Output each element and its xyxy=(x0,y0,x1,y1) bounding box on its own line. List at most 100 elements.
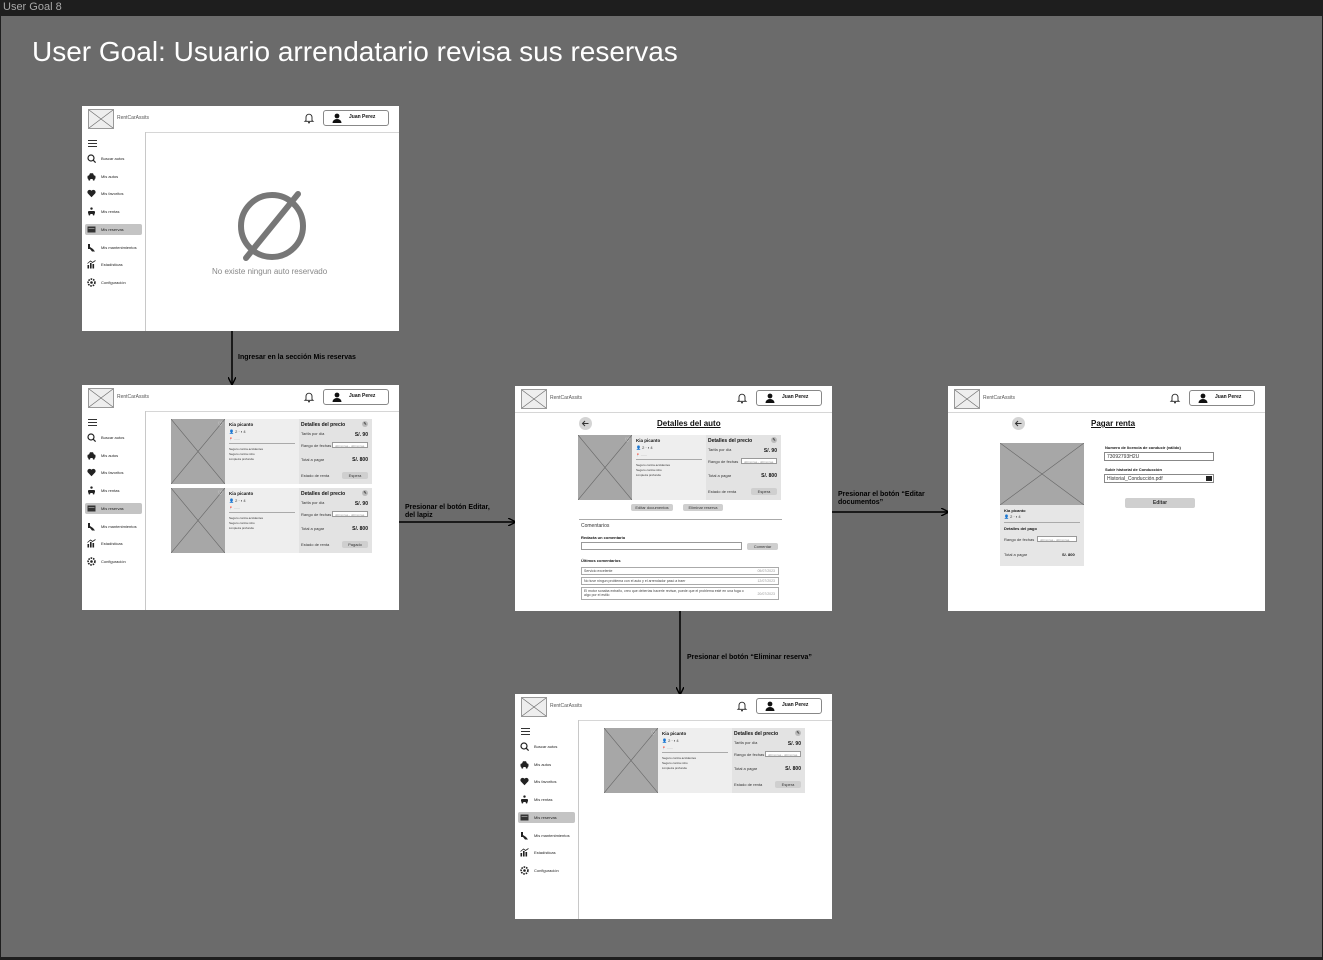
reservation-icon xyxy=(87,505,96,512)
reservation-icon xyxy=(520,814,529,821)
date-range-input[interactable]: dd/mm/aa - dd/mm/aa xyxy=(332,511,368,517)
gear-icon xyxy=(520,866,529,875)
license-input[interactable]: 73092793H2U xyxy=(1104,452,1214,461)
maintenance-icon xyxy=(88,522,95,530)
user-menu-button[interactable]: Juan Perez xyxy=(756,390,822,406)
user-name: Juan Perez xyxy=(1215,394,1242,400)
date-range-input[interactable]: dd/mm/aa - dd/mm/aa xyxy=(765,751,801,757)
sidebar-item-search[interactable]: Buscar autos xyxy=(85,432,142,443)
menu-icon[interactable] xyxy=(88,419,97,426)
pencil-icon[interactable]: ✎ xyxy=(362,490,368,496)
price-per-day-value: S/. 90 xyxy=(787,741,801,747)
user-name: Juan Perez xyxy=(782,702,809,708)
app-logo[interactable] xyxy=(521,697,547,717)
sidebar-item-search[interactable]: Buscar autos xyxy=(85,153,142,164)
car-specs: 👤 2 · ▪ 4 xyxy=(229,429,246,434)
user-menu-button[interactable]: Juan Perez xyxy=(756,698,822,714)
app-logo[interactable] xyxy=(88,109,114,129)
sidebar-item-stats[interactable]: Estadísticas xyxy=(518,847,575,858)
date-range-input[interactable]: dd/mm/aa - dd/mm/aa xyxy=(1037,536,1077,542)
sidebar-item-car[interactable]: Mis autos xyxy=(85,450,142,461)
menu-icon[interactable] xyxy=(88,140,97,147)
sidebar-item-maintenance[interactable]: Mis mantenimientos xyxy=(518,830,575,841)
sidebar-item-heart[interactable]: Mis favoritos xyxy=(518,776,575,787)
user-icon xyxy=(332,392,342,402)
sidebar-item-car[interactable]: Mis autos xyxy=(85,171,142,182)
price-details-title: Detalles del precio xyxy=(301,422,346,428)
feature-item: Seguro contra accidentes xyxy=(229,447,264,451)
sidebar-item-reservation[interactable]: Mis reservas xyxy=(85,223,142,235)
delete-reservation-button[interactable]: Eliminar reserva xyxy=(683,504,723,511)
arrow-label-docs: Presionar el botón “Editar documentos” xyxy=(838,491,925,506)
sidebar-item-heart[interactable]: Mis favoritos xyxy=(85,188,142,199)
rental-icon xyxy=(88,207,95,216)
heart-icon[interactable]: ♡ xyxy=(624,438,630,444)
heart-icon[interactable]: ♡ xyxy=(217,491,223,497)
sidebar-item-rental[interactable]: Mis rentas xyxy=(85,206,142,217)
pencil-icon[interactable]: ✎ xyxy=(795,730,801,736)
edit-button[interactable]: Editar xyxy=(1125,498,1195,508)
heart-icon[interactable]: ♡ xyxy=(217,422,223,428)
user-menu-button[interactable]: Juan Perez xyxy=(1189,390,1255,406)
sidebar-item-gear[interactable]: Configuración xyxy=(85,556,142,567)
date-range-label: Rango de fechas xyxy=(301,443,332,448)
image-placeholder-icon xyxy=(171,488,225,553)
price-per-day-value: S/. 90 xyxy=(354,501,368,507)
sidebar-item-stats[interactable]: Estadísticas xyxy=(85,538,142,549)
user-menu-button[interactable]: Juan Perez xyxy=(323,389,389,405)
sidebar-item-car[interactable]: Mis autos xyxy=(518,759,575,770)
heart-icon xyxy=(87,469,96,477)
image-placeholder-icon xyxy=(522,698,546,716)
comment-input[interactable] xyxy=(581,542,742,550)
date-range-input[interactable]: dd/mm/aa - dd/mm/aa xyxy=(741,458,777,464)
history-file-input[interactable]: Historial_Conducción.pdf xyxy=(1104,474,1214,483)
sidebar-item-maintenance[interactable]: Mis mantenimientos xyxy=(85,521,142,532)
car-image: ♡ xyxy=(578,435,632,500)
price-per-day-label: Tarifa por día xyxy=(734,740,758,745)
bell-icon[interactable] xyxy=(1169,392,1181,404)
heart-icon[interactable]: ♡ xyxy=(650,731,656,737)
app-logo[interactable] xyxy=(521,389,547,409)
app-logo[interactable] xyxy=(954,389,980,409)
date-range-label: Rango de fechas xyxy=(301,512,332,517)
sidebar-item-maintenance[interactable]: Mis mantenimientos xyxy=(85,242,142,253)
sidebar-item-rental[interactable]: Mis rentas xyxy=(518,794,575,805)
sidebar-item-search[interactable]: Buscar autos xyxy=(518,741,575,752)
latest-comments-label: Últimos comentarios xyxy=(581,558,621,563)
sidebar-item-reservation[interactable]: Mis reservas xyxy=(518,811,575,823)
app-logo[interactable] xyxy=(88,388,114,408)
bell-icon[interactable] xyxy=(736,700,748,712)
license-label: Numero de licencia de conducir (válido) xyxy=(1105,445,1181,450)
car-specs: 👤 2 · ▪ 4 xyxy=(636,445,653,450)
rental-state-badge: Espera xyxy=(751,488,777,495)
bell-icon[interactable] xyxy=(303,391,315,403)
sidebar-item-reservation[interactable]: Mis reservas xyxy=(85,502,142,514)
car-image: ♡ xyxy=(171,488,225,553)
comment-item: Servicio excelente 05/07/2023 xyxy=(581,567,779,575)
back-button[interactable] xyxy=(579,417,592,430)
stats-icon xyxy=(87,260,96,269)
sidebar-item-gear[interactable]: Configuración xyxy=(518,865,575,876)
sidebar-item-rental[interactable]: Mis rentas xyxy=(85,485,142,496)
date-range-input[interactable]: dd/mm/aa - dd/mm/aa xyxy=(332,442,368,448)
upload-icon[interactable] xyxy=(1206,476,1212,481)
pencil-icon[interactable]: ✎ xyxy=(771,437,777,443)
bell-icon[interactable] xyxy=(303,112,315,124)
total-label: Total a pagar xyxy=(734,766,758,771)
state-label: Estado de renta xyxy=(301,542,330,547)
back-button[interactable] xyxy=(1012,417,1025,430)
bell-icon[interactable] xyxy=(736,392,748,404)
user-menu-button[interactable]: Juan Perez xyxy=(323,110,389,126)
sidebar-item-stats[interactable]: Estadísticas xyxy=(85,259,142,270)
pencil-icon[interactable]: ✎ xyxy=(362,421,368,427)
comment-button[interactable]: Comentar xyxy=(747,543,778,550)
sidebar-item-gear[interactable]: Configuración xyxy=(85,277,142,288)
edit-documents-button[interactable]: Editar documentos xyxy=(631,504,673,511)
state-label: Estado de renta xyxy=(708,489,737,494)
sidebar-item-heart[interactable]: Mis favoritos xyxy=(85,467,142,478)
menu-icon[interactable] xyxy=(521,728,530,735)
